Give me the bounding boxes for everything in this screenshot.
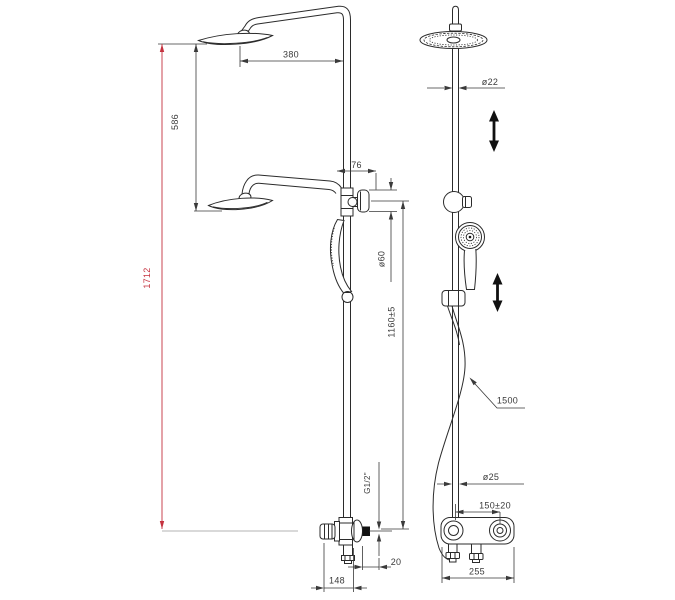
dim-thread-label: G1/2" [363,472,372,494]
dim-pipe-dia-top: ø22 [427,77,505,91]
mixer-left-knob [443,520,464,541]
dim-flange-diameter-label: ø60 [377,251,387,267]
mixer-body-side [338,517,353,546]
rain-head-upper-side [197,32,274,45]
front-view [419,5,515,563]
dim-column-height-label: 1160±5 [387,306,397,337]
rain-head-lower-side [207,197,274,211]
side-view [162,5,370,564]
hand-shower-handle [463,248,477,290]
mixer-front [440,517,515,563]
bracket-knob [347,197,358,207]
dimensions: 380 586 1712 76 ø60 [142,43,525,592]
mixer-outlet-side [343,544,353,556]
dim-arm-reach: 380 [239,46,343,67]
dim-overall-height: 1712 [142,44,165,529]
dim-hose-length: 1500 [469,377,525,409]
adjust-arrow-upper-icon [489,110,499,152]
hand-shower-side [329,218,354,303]
slider-holder-front [441,290,466,307]
dim-hose-length-label: 1500 [497,396,518,406]
wall-bracket-front [443,191,472,213]
rain-head-front [419,31,488,49]
mixer-spout-outlet [471,543,482,554]
mixer-handle-side [319,523,336,540]
dim-overall-height-label: 1712 [142,267,152,288]
wall-bracket-side [340,187,370,217]
hand-shower-front [455,222,485,290]
wall-flange [357,189,370,213]
dim-mixer-depth: 148 [311,543,367,592]
dim-wall-gap: 20 [348,546,401,570]
adjust-arrow-lower-icon [492,273,503,312]
mixer-side [319,517,370,564]
escutcheon-side [351,519,363,543]
dim-thread-callout: G1/2" [363,462,392,556]
dim-mixer-depth-label: 148 [329,576,345,586]
arm-pipe-front [452,5,459,31]
dim-head-spacing: 586 [158,43,222,212]
shower-hose [432,305,466,561]
head-connector-nut [449,23,462,32]
column-pipe-front [452,48,459,518]
dim-inlet-spacing: 150±20 [455,501,511,524]
hose-nut-side [341,291,354,303]
dim-pipe-dia-bottom-label: ø25 [483,472,499,482]
dim-inlet-spacing-label: 150±20 [479,501,511,511]
wall-union [362,526,370,536]
dim-bracket-offset: 76 [337,160,377,190]
dim-column-height: 1160±5 [371,200,409,530]
dim-pipe-dia-top-label: ø22 [482,77,498,87]
dim-flange-diameter: ø60 [369,178,397,282]
dim-arm-reach-label: 380 [283,50,299,60]
dim-bracket-offset-label: 76 [351,160,362,170]
column-pipe-side [343,20,351,518]
dim-mixer-width-label: 255 [469,567,485,577]
dim-head-spacing-label: 586 [170,114,180,130]
mixer-hose-outlet [448,543,458,553]
dim-pipe-dia-bottom: ø25 [437,472,524,487]
dim-mixer-width: 255 [441,547,515,583]
dim-wall-gap-label: 20 [391,557,402,567]
shower-hose-edge [447,305,460,346]
